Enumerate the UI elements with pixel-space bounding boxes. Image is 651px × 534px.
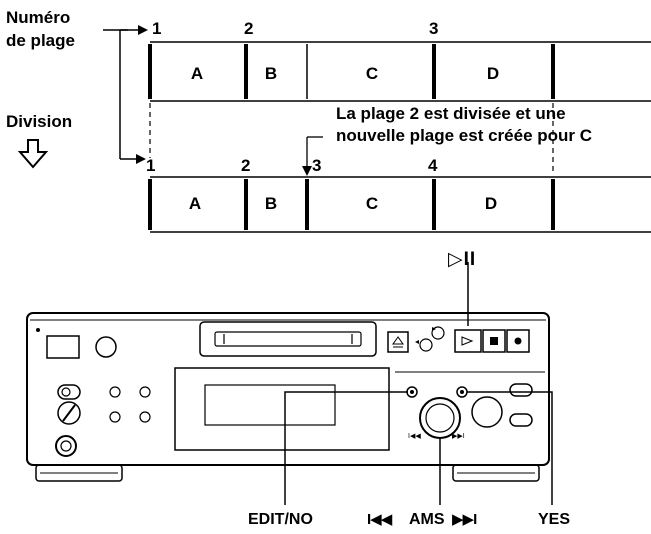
top-segment-c: C: [365, 64, 379, 83]
track-number-label-line2: de plage: [6, 31, 75, 50]
top-track-number-3: 3: [429, 19, 439, 38]
bottom-track-number-2: 2: [241, 156, 251, 175]
down-arrow-icon: [17, 139, 49, 169]
top-track-number-1: 1: [152, 19, 162, 38]
ams-label: AMS: [409, 511, 445, 528]
top-segment-d: D: [486, 64, 500, 83]
yes-label: YES: [538, 511, 571, 528]
md-deck: I◀◀ ▶▶I: [26, 312, 550, 482]
bottom-track-strip: [148, 176, 651, 233]
dashed-alignment-lines: [149, 103, 554, 172]
bottom-track-number-1: 1: [146, 156, 156, 175]
svg-text:I◀◀: I◀◀: [408, 433, 421, 440]
note-line2: nouvelle plage est créée pour C: [336, 126, 593, 145]
top-segment-b: B: [264, 64, 278, 83]
ams-prev-symbol: I◀◀: [367, 511, 392, 528]
bottom-track-number-4: 4: [428, 156, 438, 175]
split-arrow: [302, 136, 323, 176]
note-line1: La plage 2 est divisée et une: [336, 104, 566, 123]
leader-lines: [284, 262, 553, 505]
division-label: Division: [6, 112, 73, 131]
bottom-track-number-3: 3: [312, 156, 322, 175]
track-number-label-line1: Numéro: [6, 8, 71, 27]
top-track-strip: [148, 41, 651, 102]
edit-no-label: EDIT/NO: [248, 511, 313, 528]
top-track-number-2: 2: [244, 19, 254, 38]
bottom-segment-d: D: [484, 194, 498, 213]
top-segment-a: A: [190, 64, 204, 83]
bottom-segment-c: C: [365, 194, 379, 213]
svg-text:▶▶I: ▶▶I: [452, 433, 465, 440]
ams-next-symbol: ▶▶I: [452, 511, 477, 528]
bottom-segment-b: B: [264, 194, 278, 213]
track-number-arrow: [103, 25, 148, 164]
bottom-segment-a: A: [188, 194, 202, 213]
